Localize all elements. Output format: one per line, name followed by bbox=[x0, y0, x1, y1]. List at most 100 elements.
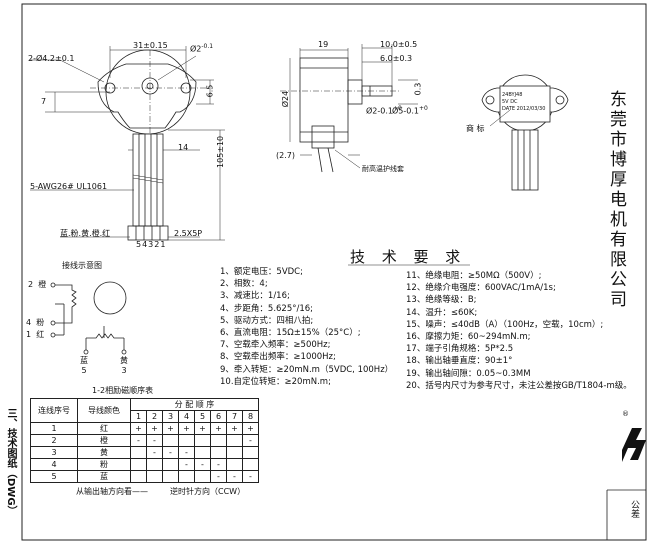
rotation-direction: 逆时针方向（CCW） bbox=[170, 487, 246, 496]
requirement-item: 6、直流电阻：15Ω±15%（25°C）; bbox=[220, 328, 361, 338]
polarity-cell: - bbox=[242, 434, 259, 447]
registered-mark: ® bbox=[622, 410, 629, 418]
company-logo bbox=[622, 428, 646, 462]
requirement-item: 2、相数：4; bbox=[220, 279, 268, 290]
connector-housing bbox=[127, 225, 169, 241]
top-view-hole-right bbox=[555, 95, 565, 105]
step-header: 7 bbox=[226, 410, 243, 423]
requirement-item: 10.自定位转矩：≥20mN.m; bbox=[220, 376, 331, 387]
dim-19: 19 bbox=[318, 40, 329, 49]
polarity-cell bbox=[162, 470, 179, 483]
polarity-cell bbox=[162, 434, 179, 447]
side-view-body bbox=[299, 57, 349, 143]
requirement-item: 7、空载牵入频率：≥500Hz; bbox=[220, 340, 331, 351]
step-header: 4 bbox=[178, 410, 195, 423]
dim-7: 7 bbox=[41, 97, 47, 106]
dim-10: 10.0±0.5 bbox=[380, 40, 418, 49]
company-name: 东莞市博厚电机有限公司 bbox=[606, 90, 626, 310]
polarity-cell bbox=[242, 458, 259, 471]
polarity-cell bbox=[194, 446, 211, 459]
polarity-cell: + bbox=[130, 422, 147, 435]
col-header-sequence: 分 配 顺 序 bbox=[130, 398, 259, 411]
trademark-label: 商 标 bbox=[466, 124, 485, 133]
polarity-cell: - bbox=[130, 434, 147, 447]
polarity-cell bbox=[146, 458, 163, 471]
wire-number-cell: 4 bbox=[30, 458, 78, 471]
polarity-cell: - bbox=[242, 470, 259, 483]
wire-color-cell: 红 bbox=[77, 422, 131, 435]
polarity-cell bbox=[130, 446, 147, 459]
requirement-item: 3、减速比：1/16; bbox=[220, 291, 290, 302]
polarity-cell: + bbox=[210, 422, 227, 435]
requirements-title: 技 术 要 求 bbox=[350, 248, 467, 266]
side-view-shaft-boss bbox=[347, 79, 363, 105]
polarity-cell: - bbox=[226, 470, 243, 483]
dim-0-3: 0.3 bbox=[413, 82, 423, 96]
cable-length-dim: 105±10 bbox=[216, 135, 225, 168]
flange-width-dim: 31±0.15 bbox=[133, 41, 168, 50]
wire-sleeve bbox=[311, 125, 335, 149]
shaft-dia-5: Ø5-0.1+0 bbox=[392, 105, 428, 116]
requirement-item: 8、空载牵出频率：≥1000Hz; bbox=[220, 352, 336, 363]
polarity-cell bbox=[210, 446, 227, 459]
polarity-cell: - bbox=[210, 470, 227, 483]
wire-colors: 蓝.粉.黄.橙.红 bbox=[60, 229, 111, 238]
wire-number-cell: 1 bbox=[30, 422, 78, 435]
polarity-cell: + bbox=[242, 422, 259, 435]
requirement-item: 5、驱动方式：四相八拍; bbox=[220, 315, 314, 326]
sequence-caption: 1-2相励磁顺序表 bbox=[92, 386, 154, 395]
shaft-dia-dim: Ø2-0.1 bbox=[190, 43, 214, 54]
polarity-cell bbox=[194, 434, 211, 447]
wire-2-label: 2 橙 bbox=[28, 280, 47, 289]
wire-color-cell: 蓝 bbox=[77, 470, 131, 483]
hole-diameter-dim: 2-Ø4.2±0.1 bbox=[28, 54, 75, 63]
step-header: 3 bbox=[162, 410, 179, 423]
polarity-cell bbox=[162, 458, 179, 471]
step-header: 6 bbox=[210, 410, 227, 423]
requirement-item: 18、输出轴垂直度：90±1° bbox=[406, 356, 513, 367]
top-view-hole-left bbox=[485, 95, 495, 105]
polarity-cell bbox=[178, 434, 195, 447]
dim-6-5: 6.5 bbox=[205, 84, 215, 98]
polarity-cell: - bbox=[178, 458, 195, 471]
requirement-item: 4、步距角：5.625°/16; bbox=[220, 303, 314, 314]
connector-pitch: 2.5X5P bbox=[174, 229, 203, 238]
wire-color-cell: 橙 bbox=[77, 434, 131, 447]
pin-numbers: 54321 bbox=[136, 240, 167, 249]
polarity-cell bbox=[130, 458, 147, 471]
requirement-item: 16、摩擦力矩：60~294mN.m; bbox=[406, 332, 531, 342]
shaft-dia-2: Ø2-0.1+0 bbox=[366, 105, 402, 116]
polarity-cell bbox=[226, 446, 243, 459]
polarity-cell bbox=[226, 458, 243, 471]
polarity-cell bbox=[210, 434, 227, 447]
polarity-cell bbox=[242, 446, 259, 459]
coil-left bbox=[55, 284, 77, 324]
polarity-cell: - bbox=[210, 458, 227, 471]
dim-14: 14 bbox=[178, 143, 189, 152]
wiring-title: 接线示意图 bbox=[62, 261, 102, 270]
top-view-cable bbox=[511, 129, 539, 191]
sleeve-label: 耐高温护线套 bbox=[362, 165, 404, 173]
col-header-color: 导线颜色 bbox=[77, 398, 131, 423]
step-header: 1 bbox=[130, 410, 147, 423]
requirement-item: 12、绝缘介电强度：600VAC/1mA/1s; bbox=[406, 283, 556, 294]
step-header: 8 bbox=[242, 410, 259, 423]
requirement-item: 20、括号内尺寸为参考尺寸，未注公差按GB/T1804-m级。 bbox=[406, 380, 632, 391]
polarity-cell: - bbox=[162, 446, 179, 459]
polarity-cell: + bbox=[162, 422, 179, 435]
nameplate bbox=[499, 85, 551, 123]
wire-number-cell: 5 bbox=[30, 470, 78, 483]
polarity-cell: + bbox=[226, 422, 243, 435]
wire-spec: 5-AWG26# UL1061 bbox=[30, 182, 108, 191]
requirement-item: 9、牵入转矩：≥20mN.m（5VDC, 100Hz） bbox=[220, 364, 394, 375]
wire-color-cell: 粉 bbox=[77, 458, 131, 471]
wire-number-cell: 2 bbox=[30, 434, 78, 447]
